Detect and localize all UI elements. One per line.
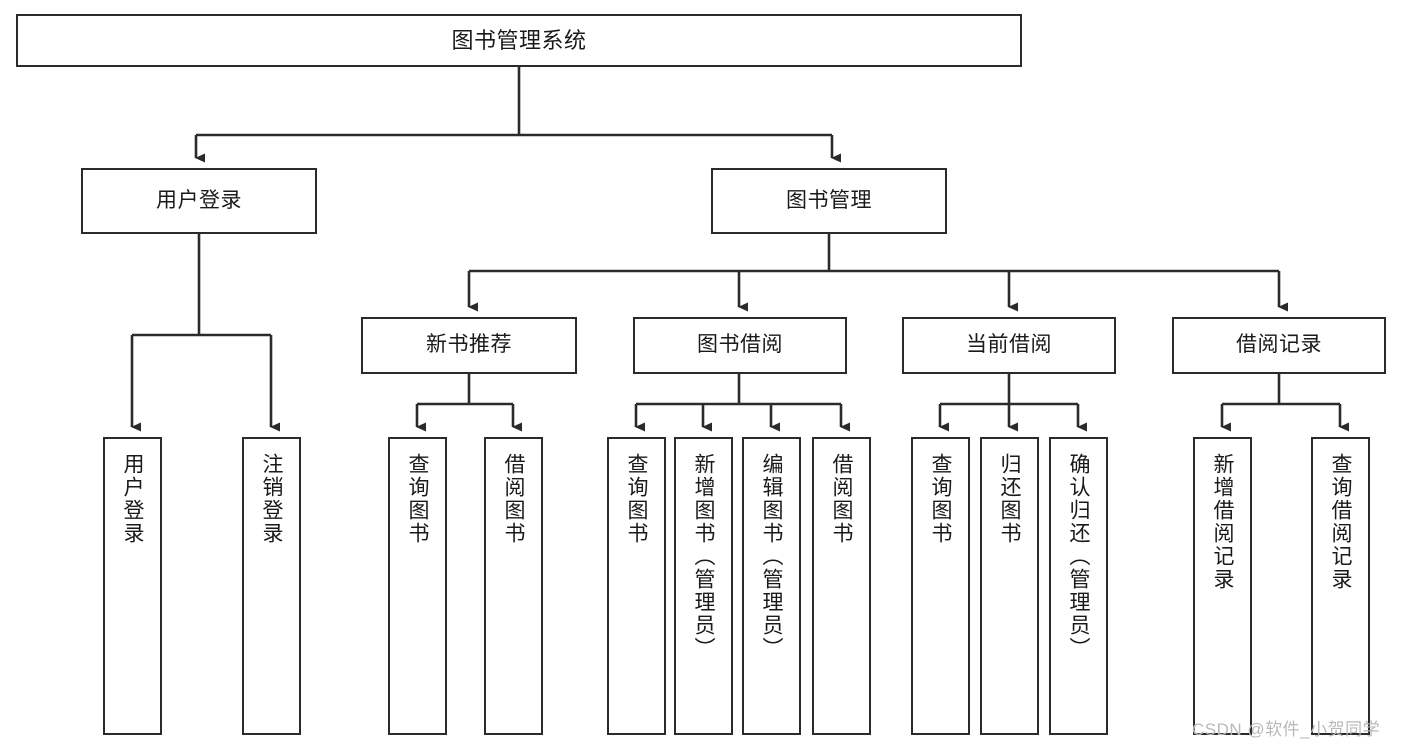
node-label: 借阅图书 (830, 453, 853, 545)
node-label: 图书管理系统 (451, 27, 587, 53)
node-root-book-management-system[interactable]: 图书管理系统 (16, 14, 1022, 67)
node-borrowing-record[interactable]: 借阅记录 (1172, 317, 1386, 374)
node-label: 图书借阅 (697, 333, 783, 357)
leaf-add-borrow-record[interactable]: 新增借阅记录 (1193, 437, 1252, 735)
leaf-return-book[interactable]: 归还图书 (980, 437, 1039, 735)
leaf-user-login[interactable]: 用户登录 (103, 437, 162, 735)
leaf-query-borrow-record[interactable]: 查询借阅记录 (1311, 437, 1370, 735)
leaf-query-book-current[interactable]: 查询图书 (911, 437, 970, 735)
leaf-borrow-book-new[interactable]: 借阅图书 (484, 437, 543, 735)
node-book-borrowing[interactable]: 图书借阅 (633, 317, 847, 374)
leaf-borrow-book[interactable]: 借阅图书 (812, 437, 871, 735)
node-label: 查询图书 (929, 453, 952, 545)
node-label: 编辑图书（管理员） (760, 453, 783, 660)
node-label: 图书管理 (786, 188, 872, 212)
leaf-query-book-new[interactable]: 查询图书 (388, 437, 447, 735)
node-current-borrowing[interactable]: 当前借阅 (902, 317, 1116, 374)
node-label: 归还图书 (998, 453, 1021, 545)
node-label: 当前借阅 (966, 333, 1052, 357)
leaf-query-book-borrow[interactable]: 查询图书 (607, 437, 666, 735)
leaf-logout[interactable]: 注销登录 (242, 437, 301, 735)
node-label: 新书推荐 (426, 333, 512, 357)
node-label: 查询图书 (406, 453, 429, 545)
node-label: 查询借阅记录 (1329, 453, 1352, 591)
leaf-add-book-admin[interactable]: 新增图书（管理员） (674, 437, 733, 735)
node-label: 确认归还（管理员） (1067, 453, 1090, 660)
node-label: 查询图书 (625, 453, 648, 545)
node-label: 用户登录 (121, 453, 144, 545)
node-user-login[interactable]: 用户登录 (81, 168, 317, 234)
csdn-watermark: CSDN @软件_小贺同学 (1192, 720, 1381, 739)
node-label: 借阅图书 (502, 453, 525, 545)
leaf-confirm-return-admin[interactable]: 确认归还（管理员） (1049, 437, 1108, 735)
node-new-book-recommendation[interactable]: 新书推荐 (361, 317, 577, 374)
node-label: 用户登录 (156, 188, 242, 212)
node-label: 借阅记录 (1236, 333, 1322, 357)
node-book-management[interactable]: 图书管理 (711, 168, 947, 234)
node-label: 新增借阅记录 (1211, 453, 1234, 591)
node-label: 新增图书（管理员） (692, 453, 715, 660)
leaf-edit-book-admin[interactable]: 编辑图书（管理员） (742, 437, 801, 735)
node-label: 注销登录 (260, 453, 283, 545)
